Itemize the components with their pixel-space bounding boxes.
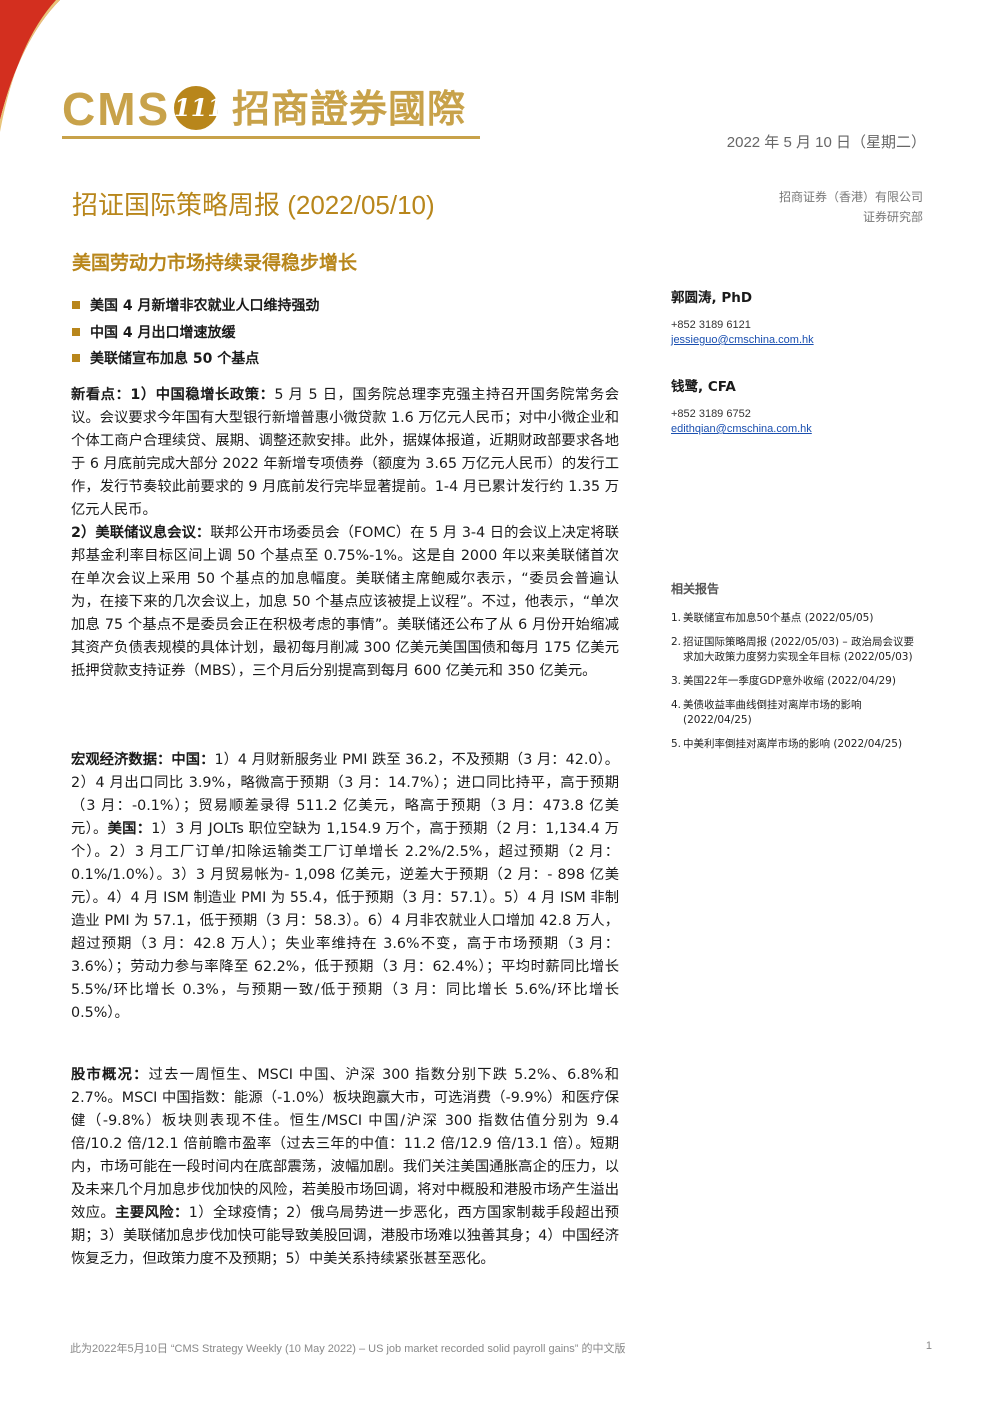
related-report-item[interactable]: 4.美债收益率曲线倒挂对离岸市场的影响 (2022/04/25) — [671, 699, 862, 726]
key-point: 中国 4 月出口增速放缓 — [72, 319, 632, 346]
related-reports-heading: 相关报告 — [671, 582, 720, 596]
related-report-item[interactable]: 3.美国22年一季度GDP意外收缩 (2022/04/29) — [671, 675, 896, 687]
section-label: 主要风险： — [115, 1205, 189, 1221]
bullet-square-icon — [72, 327, 80, 336]
company-name: 招商证券（香港）有限公司 — [778, 190, 923, 204]
section-label: 新看点：1）中国稳增长政策： — [71, 387, 275, 403]
new-highlights-paragraph: 新看点：1）中国稳增长政策：5 月 5 日，国务院总理李克强主持召开国务院常务会… — [71, 387, 619, 679]
section-label: 宏观经济数据：中国： — [71, 752, 215, 768]
analyst-phone: +852 3189 6752 — [671, 408, 751, 420]
page-number: 1 — [925, 1340, 932, 1352]
footer-note: 此为2022年5月10日 “CMS Strategy Weekly (10 Ma… — [70, 1343, 626, 1355]
analyst-email-link[interactable]: jessieguo@cmschina.com.hk — [671, 334, 814, 346]
related-report-item[interactable]: 5.中美利率倒挂对离岸市场的影响 (2022/04/25) — [671, 738, 903, 750]
section-label: 股市概况： — [71, 1067, 149, 1083]
section-label: 2）美联储议息会议： — [71, 525, 211, 541]
report-subtitle: 美国劳动力市场持续录得稳步增长 — [72, 252, 358, 274]
analyst-phone: +852 3189 6121 — [671, 319, 751, 331]
report-date: 2022 年 5 月 10 日（星期二） — [726, 134, 926, 151]
related-reports: 相关报告 1.美联储宣布加息50个基点 (2022/05/05) 2.招证国际策… — [671, 580, 921, 761]
logo-company-name: 招商證券國際 — [232, 86, 467, 131]
company-department: 证券研究部 — [862, 210, 923, 224]
page-footer: 此为2022年5月10日 “CMS Strategy Weekly (10 Ma… — [70, 1340, 932, 1356]
key-point: 美联储宣布加息 50 个基点 — [72, 345, 632, 372]
corner-swoosh — [0, 0, 60, 132]
analyst-card: 郭圆涛, PhD +852 3189 6121 jessieguo@cmschi… — [671, 286, 931, 348]
bullet-square-icon — [72, 354, 80, 363]
logo-underline — [62, 136, 480, 139]
related-report-item[interactable]: 2.招证国际策略周报 (2022/05/03) – 政治局会议要求加大政策力度努… — [671, 636, 914, 663]
market-overview-paragraph: 股市概况：过去一周恒生、MSCI 中国、沪深 300 指数分别下跌 5.2%、6… — [71, 1067, 620, 1267]
related-report-item[interactable]: 1.美联储宣布加息50个基点 (2022/05/05) — [671, 612, 874, 624]
analyst-name: 郭圆涛, PhD — [671, 290, 753, 306]
report-title: 招证国际策略周报 (2022/05/10) — [72, 190, 435, 220]
company-info: 招商证券（香港）有限公司 证券研究部 — [779, 187, 923, 227]
key-points: 美国 4 月新增非农就业人口维持强劲 中国 4 月出口增速放缓 美联储宣布加息 … — [72, 292, 632, 372]
section-label: 美国： — [107, 821, 152, 837]
analyst-card: 钱鹭, CFA +852 3189 6752 edithqian@cmschin… — [671, 375, 931, 437]
analyst-name: 钱鹭, CFA — [671, 379, 736, 395]
analyst-email-link[interactable]: edithqian@cmschina.com.hk — [671, 423, 812, 435]
macro-data-paragraph: 宏观经济数据：中国：1）4 月财新服务业 PMI 跌至 36.2，不及预期（3 … — [71, 752, 619, 1021]
logo-badge-icon: 111 — [174, 86, 224, 130]
bullet-square-icon — [72, 301, 80, 310]
key-point: 美国 4 月新增非农就业人口维持强劲 — [72, 292, 632, 319]
logo-cms-text: CMS — [62, 83, 171, 135]
